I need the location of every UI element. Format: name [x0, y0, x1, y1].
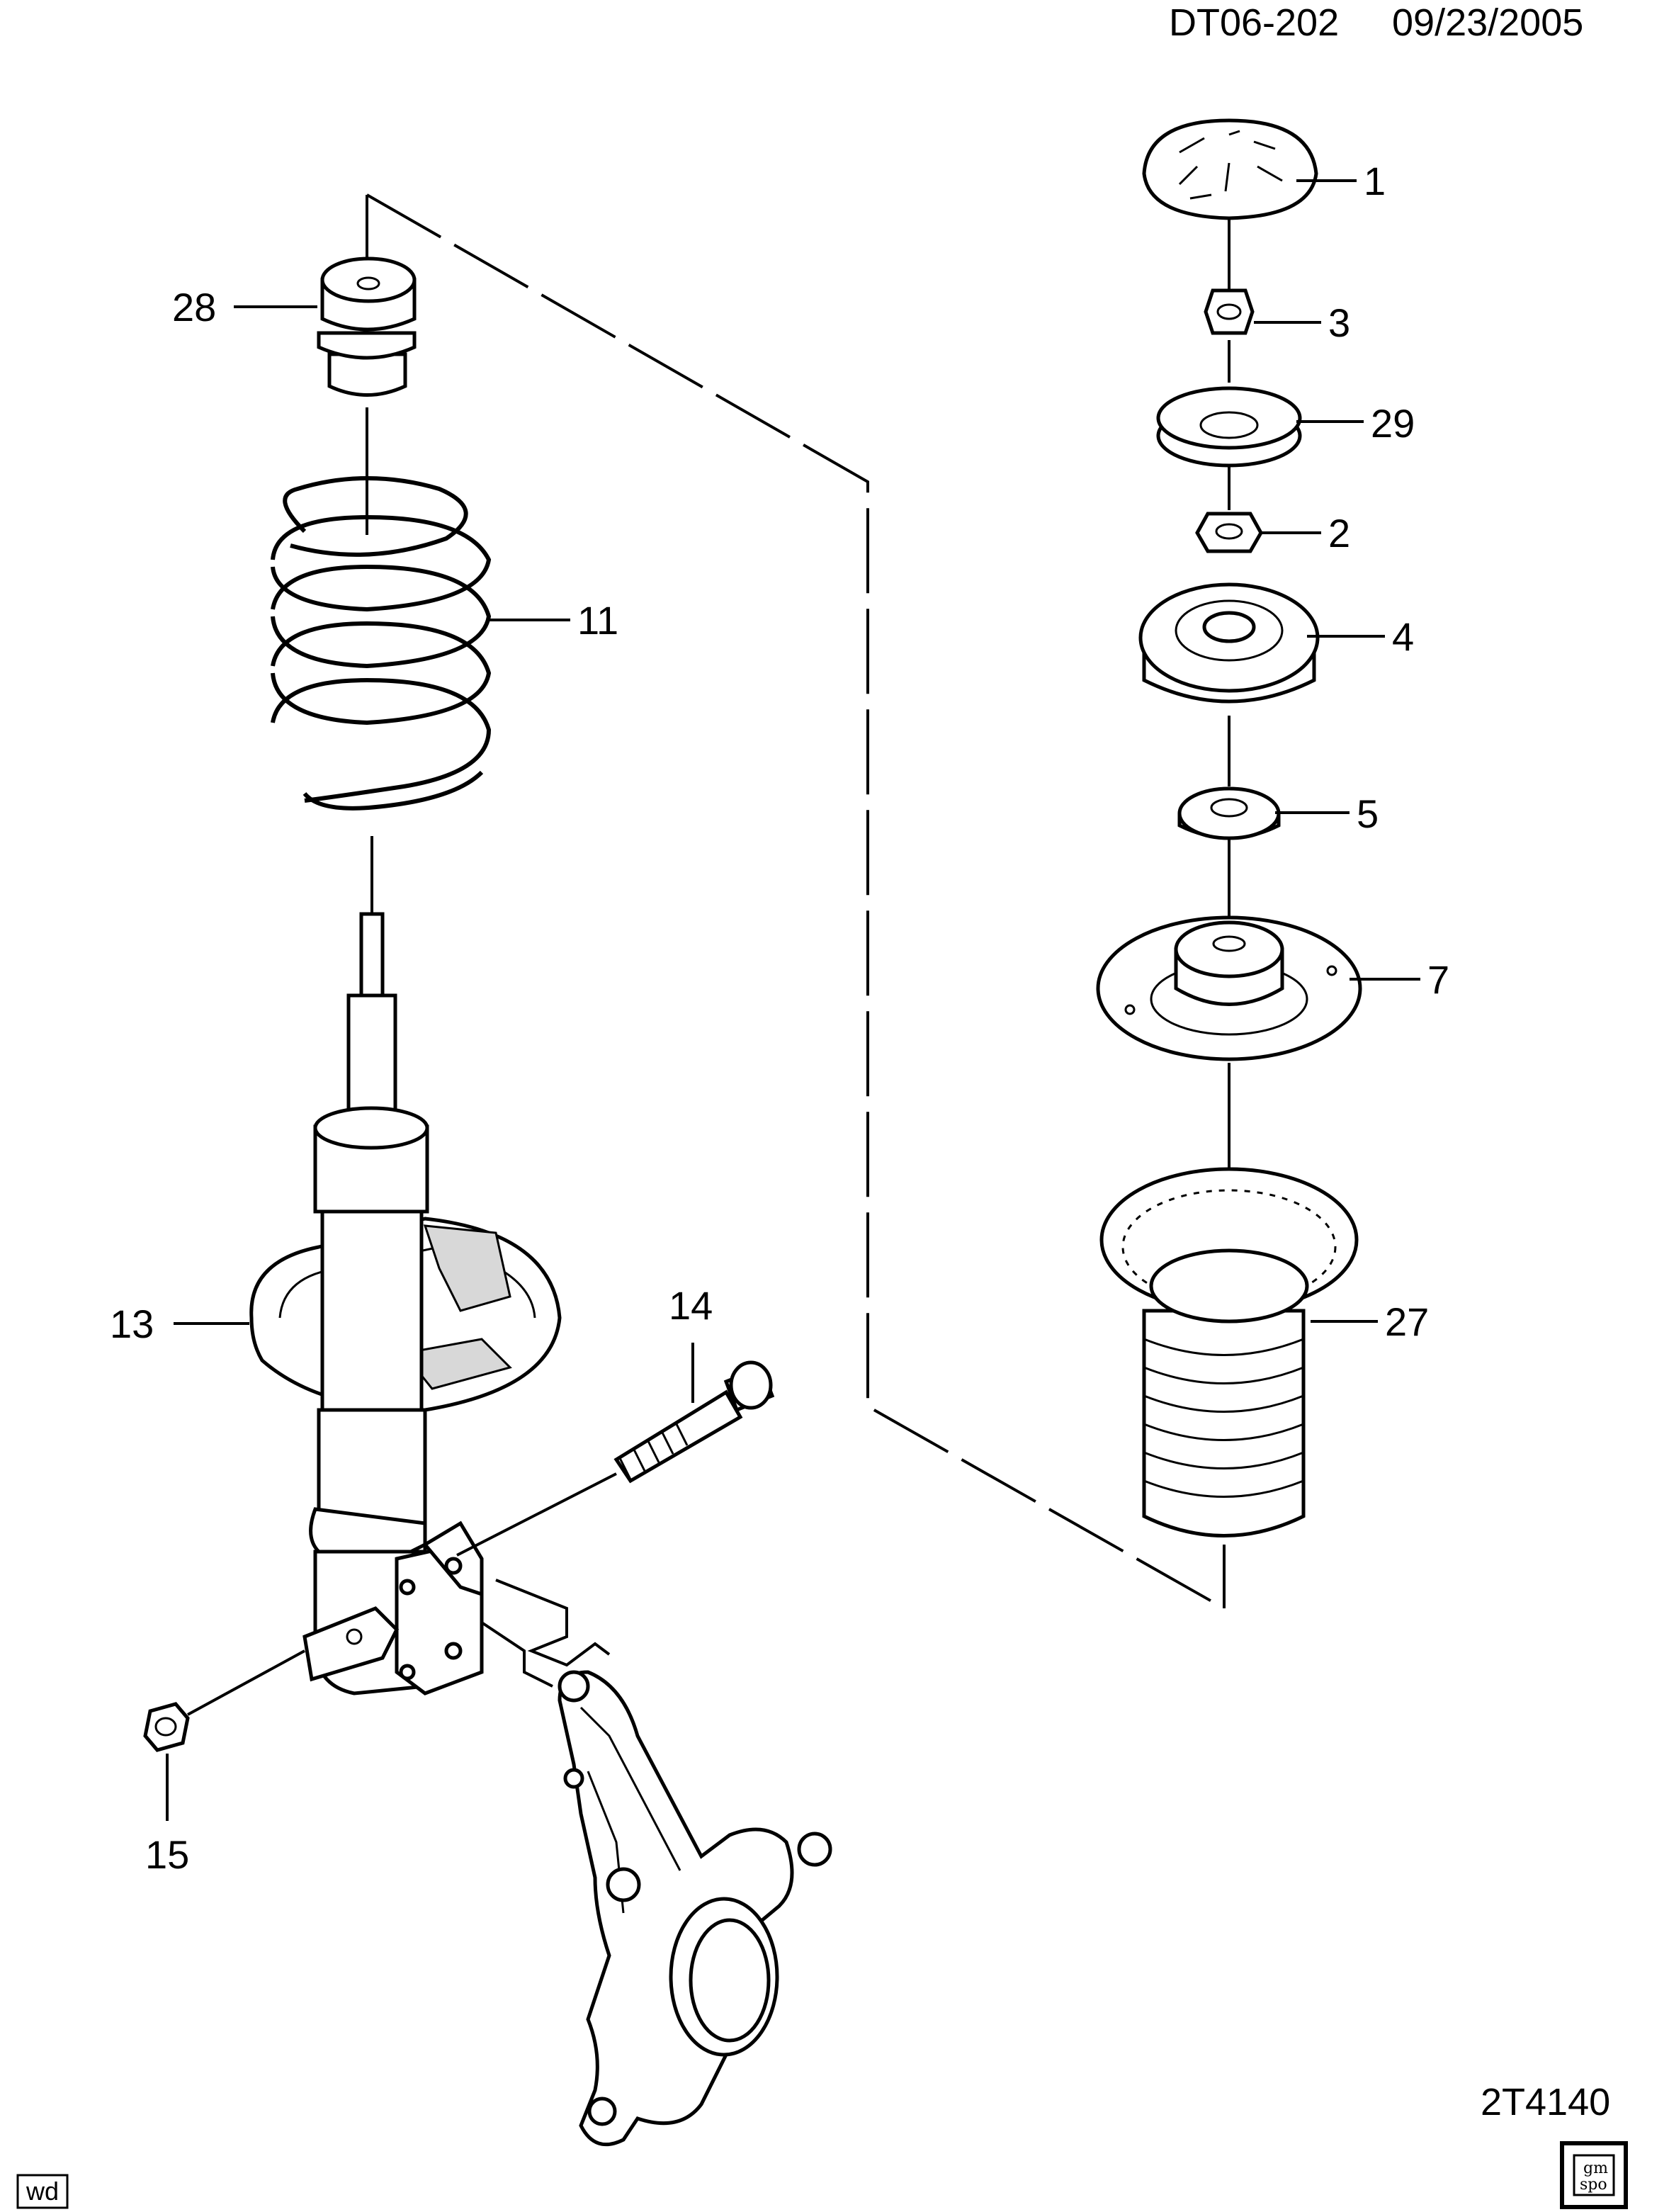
- callout-13: 13: [110, 1302, 249, 1346]
- callout-7: 7: [1350, 957, 1449, 1002]
- leader-nut-to-bracket: [187, 1649, 305, 1716]
- illustration-id: 2T4140: [1481, 2081, 1610, 2123]
- callout-label-29: 29: [1371, 401, 1415, 446]
- steering-knuckle: [480, 1579, 832, 2147]
- badge-line1: gm: [1583, 2160, 1608, 2177]
- part-nut-2: [1195, 512, 1263, 553]
- callout-29: 29: [1296, 401, 1415, 446]
- wd-tag-label: wd: [26, 2177, 59, 2206]
- callout-label-1: 1: [1364, 159, 1386, 203]
- callout-label-27: 27: [1385, 1299, 1429, 1344]
- part-nut-15: [143, 1702, 190, 1752]
- part-bearing-5: [1177, 786, 1281, 840]
- callout-14: 14: [669, 1283, 713, 1403]
- leader-bolt-to-strut: [456, 1472, 617, 1557]
- wd-tag: wd: [16, 2174, 69, 2209]
- callout-label-14: 14: [669, 1283, 713, 1328]
- part-nut-3: [1204, 288, 1255, 335]
- part-strut-mount-4: [1138, 582, 1320, 704]
- callout-label-13: 13: [110, 1302, 154, 1346]
- callout-15: 15: [145, 1754, 189, 1877]
- gm-spo-logo: gm spo: [1560, 2141, 1628, 2209]
- callout-label-4: 4: [1392, 614, 1414, 659]
- part-bump-stop-28: [317, 256, 417, 397]
- callout-27: 27: [1311, 1299, 1429, 1344]
- part-washer-29: [1156, 386, 1302, 468]
- callout-4: 4: [1307, 614, 1414, 659]
- callout-label-28: 28: [172, 285, 216, 329]
- callout-label-3: 3: [1328, 300, 1350, 345]
- callout-2: 2: [1261, 511, 1350, 555]
- part-cap-1: [1142, 118, 1318, 220]
- callout-label-11: 11: [577, 598, 618, 643]
- part-spring-seat-7: [1096, 915, 1362, 1061]
- dashed-guide-line: [366, 193, 1226, 1611]
- axis-connector-left: [366, 407, 373, 914]
- callout-3: 3: [1254, 300, 1350, 345]
- callout-28: 28: [172, 285, 317, 329]
- axis-connector-right: [1223, 216, 1230, 1608]
- callout-label-2: 2: [1328, 511, 1350, 555]
- part-coil-spring-11: [271, 476, 492, 811]
- part-bolt-14: [613, 1360, 775, 1484]
- callout-1: 1: [1296, 159, 1386, 203]
- callout-label-7: 7: [1427, 957, 1449, 1002]
- diagram-date: 09/23/2005: [1392, 1, 1583, 44]
- badge-line2: spo: [1580, 2176, 1607, 2194]
- callout-label-15: 15: [145, 1832, 189, 1877]
- callout-5: 5: [1275, 791, 1379, 836]
- callout-label-5: 5: [1357, 791, 1379, 836]
- diagram-code: DT06-202: [1169, 1, 1339, 44]
- callout-11: 11: [489, 598, 618, 643]
- part-strut-assembly-13: [249, 912, 562, 1695]
- part-dust-boot-27: [1099, 1167, 1359, 1537]
